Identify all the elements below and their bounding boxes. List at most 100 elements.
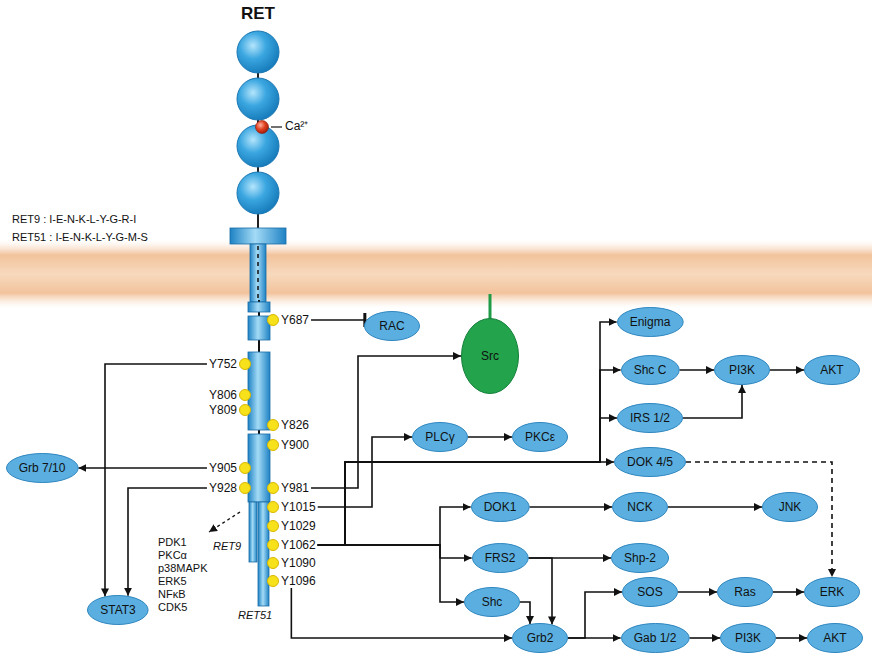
tyrosine-dot [239, 482, 251, 494]
signaling-protein-oval: PI3K [720, 623, 776, 653]
calcium-ion [256, 121, 269, 134]
node-text: Src [481, 349, 499, 363]
node-text: FRS2 [485, 551, 516, 565]
signaling-arrow [528, 558, 552, 624]
oval-outline [465, 588, 520, 617]
cell-membrane [0, 240, 872, 308]
node-text: ERK [820, 585, 845, 599]
node-text: PKCε [525, 430, 555, 444]
node-text: Y687 [281, 313, 309, 327]
signaling-arrow [105, 364, 207, 596]
tyrosine-residue: Y981 [265, 481, 311, 495]
tyrosine-dot [239, 389, 251, 401]
dashed-arrow [209, 512, 240, 532]
signaling-protein-oval: DOK 4/5 [614, 447, 686, 477]
tyrosine-residue: Y1096 [265, 574, 318, 588]
oval-outline [623, 578, 678, 607]
signaling-protein-oval: Enigma [617, 307, 684, 337]
oval-outline [462, 319, 519, 394]
node-text: Grb2 [527, 631, 554, 645]
signaling-arrow [520, 602, 530, 624]
kinase-segment [248, 302, 270, 312]
node-text: Shp-2 [624, 551, 656, 565]
signaling-protein-oval: Grb 7/10 [6, 453, 79, 483]
juxtamembrane-bar [230, 228, 286, 244]
node-text: Y752 [209, 357, 237, 371]
signaling-arrow [311, 356, 461, 488]
oval-outline [721, 624, 776, 653]
signaling-arrow [686, 462, 832, 577]
oval-outline [718, 578, 773, 607]
oval-outline [471, 493, 529, 522]
node-text: Y1096 [281, 574, 316, 588]
tyrosine-residue: Y806 [207, 388, 253, 402]
tyrosine-dot [267, 557, 279, 569]
node-text: Shc C [634, 363, 667, 377]
tyrosine-dot [267, 575, 279, 587]
signaling-protein-oval: Shc C [621, 355, 680, 385]
node-text: Gab 1/2 [634, 631, 677, 645]
src-kinase-oval: Src [461, 318, 519, 394]
node-text: NCK [627, 500, 652, 514]
node-text: IRS 1/2 [630, 411, 670, 425]
node-text: SOS [637, 585, 662, 599]
oval-outline [805, 356, 860, 385]
signaling-arrow [318, 545, 464, 602]
tyrosine-residue: Y826 [265, 418, 311, 432]
oval-outline [611, 544, 668, 573]
oval-outline [805, 578, 860, 607]
figure-title: RET [241, 4, 275, 24]
tyrosine-dot [267, 314, 279, 326]
tyrosine-dot [239, 462, 251, 474]
signaling-arrow [318, 418, 617, 545]
signaling-protein-oval: IRS 1/2 [617, 403, 683, 433]
annotation-label: Ca²⁺ [285, 120, 308, 133]
signaling-arrow [318, 545, 472, 558]
oval-outline [88, 596, 149, 625]
kinase-segment [248, 352, 270, 430]
node-text: Grb 7/10 [19, 461, 66, 475]
signaling-protein-oval: Grb2 [512, 623, 568, 653]
signaling-protein-oval: PLCγ [412, 422, 468, 452]
oval-outline [621, 356, 679, 385]
node-text: Y1029 [281, 519, 316, 533]
signaling-protein-oval: RAC [364, 311, 420, 341]
annotation-label: RET9 : I-E-N-K-L-Y-G-R-I [12, 213, 136, 226]
node-text: Y806 [209, 388, 237, 402]
signaling-arrow [776, 637, 807, 639]
oval-outline [808, 624, 863, 653]
signaling-protein-oval: JNK [762, 492, 818, 522]
tyrosine-residue: Y900 [265, 438, 311, 452]
node-text: PI3K [729, 363, 755, 377]
signaling-arrow [689, 637, 720, 639]
oval-outline [413, 423, 468, 452]
oval-outline [613, 493, 668, 522]
tyrosine-residue: Y1090 [265, 556, 318, 570]
oval-outline [763, 493, 818, 522]
node-text: Y1015 [281, 500, 316, 514]
signaling-protein-oval: FRS2 [472, 543, 529, 573]
annotation-label: PDK1 PKCα p38MAPK ERK5 NFκB CDK5 [158, 536, 208, 614]
signaling-protein-oval: ERK [804, 577, 860, 607]
signaling-protein-oval: STAT3 [87, 595, 149, 625]
tyrosine-residue: Y752 [207, 357, 253, 371]
signaling-protein-oval: Shc [464, 587, 520, 617]
node-text: Y1090 [281, 556, 316, 570]
oval-outline [513, 624, 568, 653]
transmembrane-segment [250, 244, 266, 302]
cadherin-domain [237, 31, 279, 73]
signaling-arrow [678, 591, 717, 593]
oval-outline [715, 356, 770, 385]
tyrosine-dot [267, 539, 279, 551]
tyrosine-residue: Y1029 [265, 519, 318, 533]
signaling-protein-oval: AKT [804, 355, 860, 385]
tyrosine-residue: Y1015 [265, 500, 318, 514]
signaling-arrow [683, 385, 742, 418]
signaling-arrow [318, 437, 412, 507]
node-text: AKT [820, 363, 843, 377]
signaling-arrow [529, 506, 612, 508]
annotation-label: RET51 [238, 609, 272, 622]
oval-outline [6, 454, 78, 483]
